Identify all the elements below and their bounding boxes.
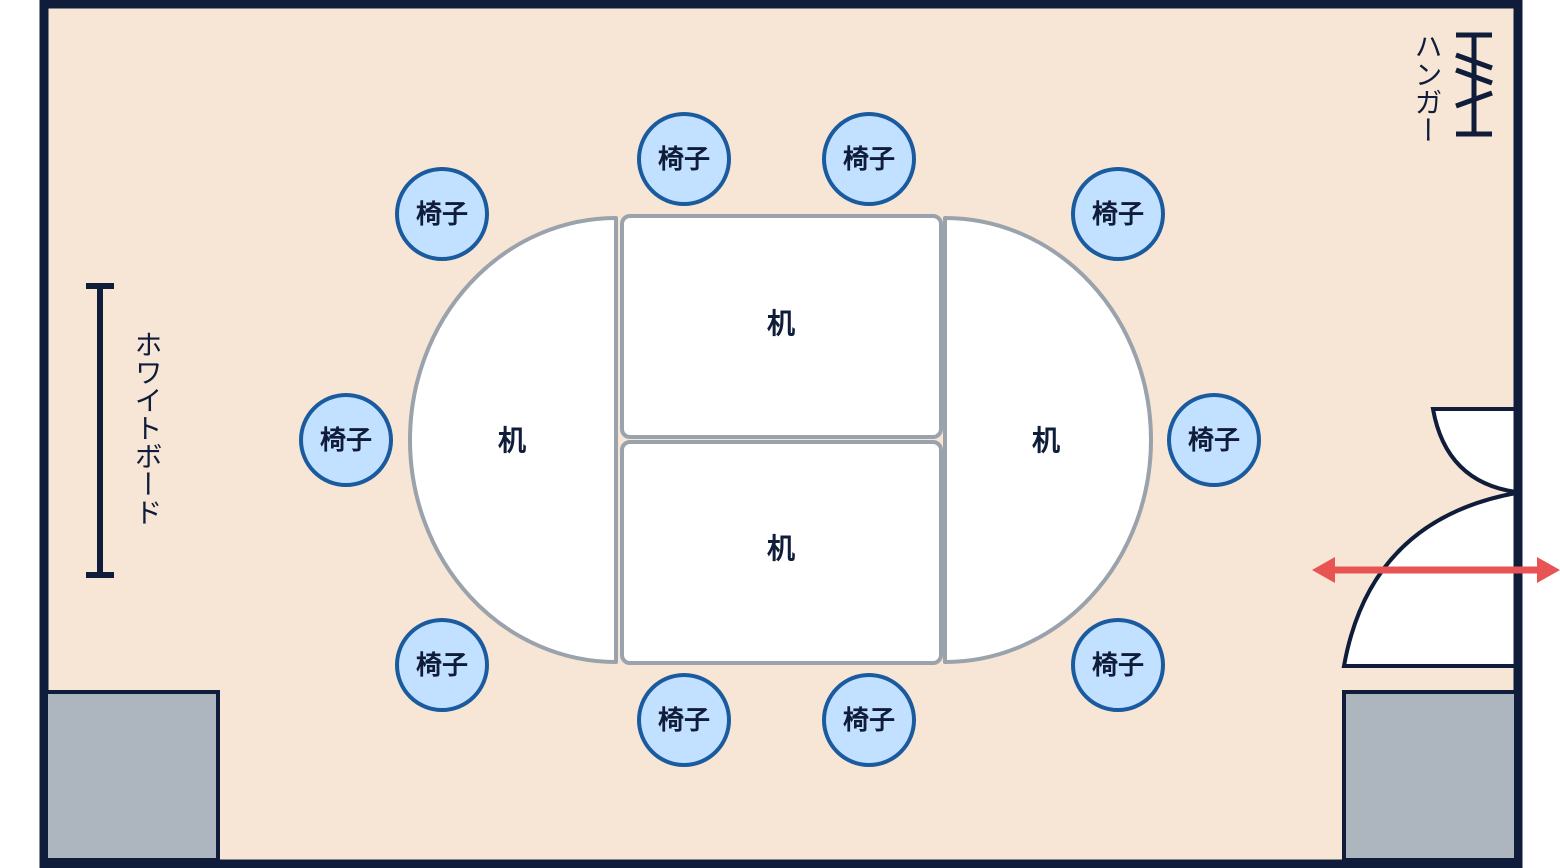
chair[interactable]: 椅子 <box>395 618 489 712</box>
door[interactable] <box>1341 400 1560 690</box>
hanger-icon <box>1455 32 1493 137</box>
chair-label: 椅子 <box>658 145 710 175</box>
desk-right[interactable]: 机 <box>943 216 1153 664</box>
chair-label: 椅子 <box>1092 651 1144 681</box>
chair-circle <box>395 167 489 261</box>
whiteboard-icon <box>86 283 114 578</box>
chair[interactable]: 椅子 <box>299 393 393 487</box>
chair[interactable]: 椅子 <box>1071 167 1165 261</box>
hanger-label: ハンガー <box>1411 32 1444 144</box>
pillar-bottom-left <box>44 690 220 862</box>
chair[interactable]: 椅子 <box>637 673 731 767</box>
desk-label: 机 <box>498 424 526 457</box>
chair-label: 椅子 <box>416 651 468 681</box>
chair-label: 椅子 <box>320 426 372 456</box>
chair-label: 椅子 <box>1092 200 1144 230</box>
whiteboard-label: ホワイトボード <box>131 330 164 526</box>
chair-label: 椅子 <box>1188 426 1240 456</box>
chair[interactable]: 椅子 <box>822 673 916 767</box>
door-arrow-icon <box>1312 557 1560 583</box>
chair[interactable]: 椅子 <box>1167 393 1261 487</box>
chair-circle <box>1167 393 1261 487</box>
chair-circle <box>822 673 916 767</box>
chair-circle <box>1071 618 1165 712</box>
chair-circle <box>637 112 731 206</box>
pillar-bottom-right <box>1342 690 1518 862</box>
desk-left[interactable]: 机 <box>408 216 618 664</box>
chair-label: 椅子 <box>843 145 895 175</box>
chair[interactable]: 椅子 <box>1071 618 1165 712</box>
desk-label: 机 <box>767 532 795 565</box>
chair-circle <box>637 673 731 767</box>
chair-circle <box>395 618 489 712</box>
chair[interactable]: 椅子 <box>822 112 916 206</box>
desk-label: 机 <box>1032 424 1060 457</box>
chair[interactable]: 椅子 <box>637 112 731 206</box>
chair-circle <box>822 112 916 206</box>
chair-circle <box>299 393 393 487</box>
desk-label: 机 <box>767 307 795 340</box>
chair[interactable]: 椅子 <box>395 167 489 261</box>
chair-circle <box>1071 167 1165 261</box>
chair-label: 椅子 <box>416 200 468 230</box>
chair-label: 椅子 <box>658 706 710 736</box>
desk-center-top[interactable]: 机 <box>620 214 943 439</box>
desk-center-bottom[interactable]: 机 <box>620 440 943 665</box>
chair-label: 椅子 <box>843 706 895 736</box>
